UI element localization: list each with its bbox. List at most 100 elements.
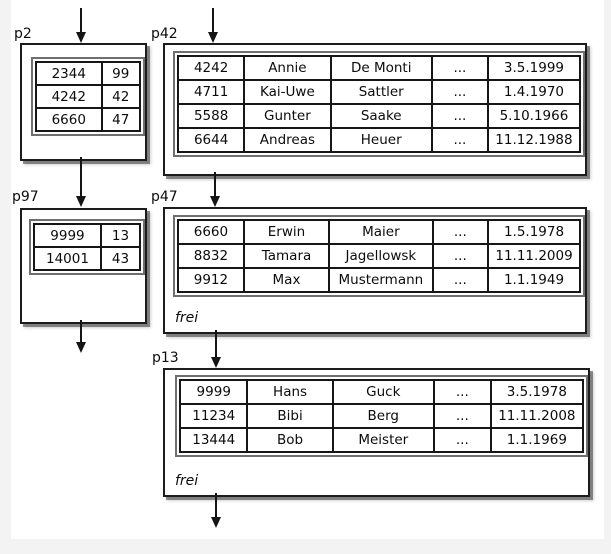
table-cell: 13 — [99, 223, 142, 248]
table-cell: 9999 — [33, 223, 102, 248]
arrow-line-p2-to-p97 — [80, 157, 82, 196]
table-cell: Heuer — [329, 127, 433, 153]
table-cell: 4242 — [35, 84, 103, 109]
arrow-head-into-p42 — [208, 32, 218, 43]
table-cell: Saake — [329, 103, 433, 129]
table-cell: 11.11.2008 — [489, 403, 585, 429]
table-cell: 14001 — [33, 246, 102, 271]
table-cell: Hans — [246, 379, 334, 405]
table-cell: ... — [432, 427, 492, 453]
arrow-line-into-p2 — [80, 8, 82, 32]
table-cell: 42 — [100, 84, 141, 109]
table-cell: 5588 — [176, 103, 246, 129]
table-cell: 47 — [100, 107, 141, 132]
table-cell: Jagellowsk — [328, 243, 434, 269]
table-cell: 2344 — [35, 61, 103, 86]
table-cell: Kai-Uwe — [243, 79, 332, 105]
table-cell: 1.1.1949 — [487, 267, 581, 293]
table-cell: ... — [430, 79, 489, 105]
table-cell: 8832 — [177, 243, 245, 269]
table-cell: ... — [430, 103, 489, 129]
table-cell: ... — [431, 243, 490, 269]
arrow-line-p13-out — [215, 493, 217, 517]
table-cell: 9999 — [178, 379, 249, 405]
page-label-p13: p13 — [152, 350, 179, 366]
table-cell: Meister — [331, 427, 435, 453]
arrow-head-into-p2 — [76, 32, 86, 43]
table-cell: ... — [431, 267, 490, 293]
table-cell: 6660 — [177, 219, 245, 245]
table-cell: 1.1.1969 — [489, 427, 585, 453]
table-cell: 43 — [99, 246, 142, 271]
table-cell: 11.11.2009 — [487, 243, 581, 269]
arrow-line-into-p42 — [212, 8, 214, 32]
table-cell: Max — [242, 267, 331, 293]
table-cell: 4242 — [176, 55, 246, 81]
table-cell: ... — [430, 127, 489, 153]
table-cell: 1.5.1978 — [487, 219, 581, 245]
page-label-p2: p2 — [14, 26, 32, 42]
table-cell: Sattler — [329, 79, 433, 105]
arrow-line-p97-out — [80, 320, 82, 342]
table-cell: Berg — [331, 403, 435, 429]
table-cell: 13444 — [178, 427, 249, 453]
table-cell: 3.5.1999 — [486, 55, 582, 81]
table-cell: ... — [430, 55, 489, 81]
table-cell: 4711 — [176, 79, 246, 105]
page-label-p97: p97 — [12, 189, 39, 205]
table-cell: ... — [432, 379, 492, 405]
table-cell: De Monti — [329, 55, 433, 81]
page-label-p47: p47 — [151, 189, 178, 205]
table-cell: 5.10.1966 — [486, 103, 582, 129]
table-cell: Maier — [328, 219, 434, 245]
table-cell: Annie — [243, 55, 332, 81]
table-cell: Erwin — [242, 219, 331, 245]
table-cell: Guck — [331, 379, 435, 405]
table-cell: 1.4.1970 — [486, 79, 582, 105]
arrow-head-p13-out — [211, 517, 221, 528]
arrow-head-p47-to-p13 — [211, 357, 221, 368]
table-cell: 3.5.1978 — [489, 379, 585, 405]
table-cell: 11234 — [178, 403, 249, 429]
arrow-head-p97-out — [76, 342, 86, 353]
table-cell: Mustermann — [328, 267, 434, 293]
page-label-p42: p42 — [151, 26, 178, 42]
table-cell: 6644 — [176, 127, 246, 153]
free-space-label-p13: frei — [175, 473, 199, 489]
arrow-head-p42-to-p47 — [210, 196, 220, 207]
arrow-head-p2-to-p97 — [76, 196, 86, 207]
table-cell: 6660 — [35, 107, 103, 132]
table-cell: ... — [431, 219, 490, 245]
table-cell: Tamara — [242, 243, 331, 269]
table-cell: ... — [432, 403, 492, 429]
table-cell: 99 — [100, 61, 141, 86]
table-cell: Andreas — [243, 127, 332, 153]
table-cell: 9912 — [177, 267, 245, 293]
table-cell: 11.12.1988 — [486, 127, 582, 153]
table-cell: Gunter — [243, 103, 332, 129]
